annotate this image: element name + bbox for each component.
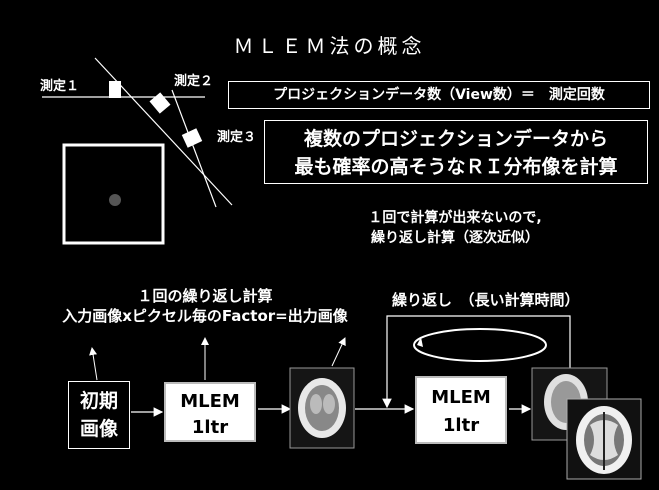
loop-arrowhead <box>417 337 423 347</box>
feedback-loop-line <box>382 315 571 409</box>
mlem-box-1-line-2: 1ltr <box>191 417 229 438</box>
iteration-note: １回で計算が出来ないので, 繰り返し計算（逐次近似） <box>330 208 580 248</box>
initial-image-box: 初期 画像 <box>68 381 130 449</box>
detector-3-block <box>181 128 203 148</box>
multi-projection-line-1: 複数のプロジェクションデータから <box>303 128 608 150</box>
mlem-box-1-line-1: MLEM <box>180 391 240 412</box>
iteration-note-line-2: 繰り返し計算（逐次近似） <box>371 230 539 246</box>
mlem-box-2-line-1: MLEM <box>431 387 491 408</box>
detector-2-block <box>149 92 171 114</box>
arrow-up-output <box>331 337 346 367</box>
detector-1-label: 測定１ <box>40 79 80 94</box>
output-brain-image-3 <box>566 398 642 480</box>
detector-3-label: 測定３ <box>217 130 257 145</box>
output-brain-image-1 <box>289 367 355 449</box>
one-iteration-line-2: 入力画像xピクセル毎のFactor=出力画像 <box>62 307 348 325</box>
detector-3-line <box>171 89 217 208</box>
iteration-note-line-1: １回で計算が出来ないので, <box>368 210 542 226</box>
multi-projection-box: 複数のプロジェクションデータから 最も確率の高そうなＲＩ分布像を計算 <box>264 120 648 184</box>
one-iteration-line-1: １回の繰り返し計算 <box>137 287 273 305</box>
one-iteration-caption: １回の繰り返し計算 入力画像xピクセル毎のFactor=出力画像 <box>40 286 370 326</box>
mlem-iteration-box-2: MLEM 1ltr <box>415 376 507 444</box>
arrow-up-init <box>89 347 98 381</box>
repeat-label: 繰り返し （長い計算時間） <box>392 291 580 309</box>
slide-title: ＭＬＥＭ法の概念 <box>233 34 426 58</box>
multi-projection-line-2: 最も確率の高そうなＲＩ分布像を計算 <box>294 156 618 178</box>
detector-1-block <box>109 81 121 98</box>
loop-ellipse <box>413 328 547 362</box>
phantom-square <box>62 143 165 245</box>
mlem-iteration-box-1: MLEM 1ltr <box>164 382 256 442</box>
initial-image-line-2: 画像 <box>79 418 118 440</box>
mlem-box-2-line-2: 1ltr <box>442 415 480 436</box>
phantom-source-dot <box>109 194 121 206</box>
initial-image-line-1: 初期 <box>79 390 118 412</box>
projection-equation-box: プロジェクションデータ数（View数）＝ 測定回数 <box>228 81 650 109</box>
detector-2-label: 測定２ <box>174 74 214 89</box>
